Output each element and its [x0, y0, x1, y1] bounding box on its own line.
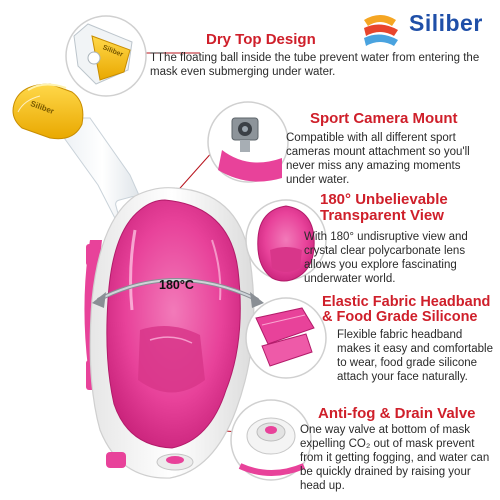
feature-title-dry-top: Dry Top Design — [206, 31, 316, 48]
feature-text-camera-mount: Compatible with all different sport came… — [286, 132, 470, 186]
angle-arc-arrow — [92, 278, 264, 308]
arc-arrowhead-left — [92, 292, 106, 308]
brand-logo-mark — [364, 15, 398, 46]
snorkel-tube — [12, 83, 151, 229]
feature-title-camera-mount: Sport Camera Mount — [310, 110, 458, 127]
dry-top-cap — [12, 83, 84, 140]
feature-title-view: 180° Unbelievable Transparent View — [320, 191, 448, 224]
detail-circle-camera — [207, 101, 289, 183]
detail-circle-dry-top — [65, 15, 147, 97]
angle-label: 180°C — [159, 278, 194, 292]
feature-text-view: With 180° undisruptive view and crystal … — [304, 231, 468, 285]
mask-body — [84, 187, 255, 479]
feature-text-headband: Flexible fabric headband makes it easy a… — [337, 329, 493, 383]
feature-title-headband: Elastic Fabric Headband & Food Grade Sil… — [322, 294, 491, 326]
detail-circle-valve — [230, 399, 312, 481]
feature-text-valve: One way valve at bottom of mask expellin… — [300, 424, 490, 492]
detail-circle-headband — [245, 297, 327, 379]
brand-logo-text: Siliber — [409, 10, 483, 36]
feature-title-valve: Anti-fog & Drain Valve — [318, 405, 476, 422]
detail-circle-view — [245, 199, 327, 282]
feature-text-dry-top: TThe floating ball inside the tube preve… — [150, 52, 480, 78]
arc-arrowhead-right — [250, 292, 264, 308]
